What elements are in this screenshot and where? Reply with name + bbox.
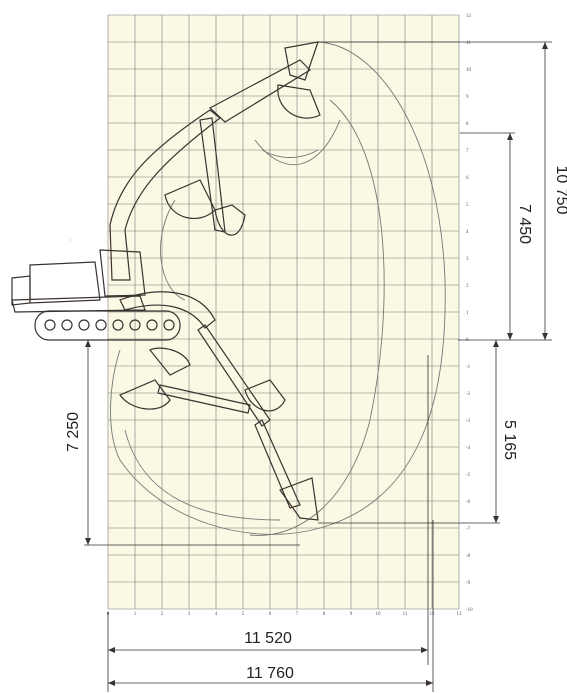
y-tick-label: 12 bbox=[466, 14, 472, 19]
bucket-left bbox=[119, 379, 171, 410]
x-tick-label: 12 bbox=[430, 612, 436, 617]
y-tick-label: 3 bbox=[466, 257, 469, 262]
track-roller bbox=[112, 319, 124, 331]
cab bbox=[29, 261, 101, 304]
y-tick-label: 7 bbox=[466, 149, 469, 154]
dimension-lines bbox=[84, 41, 552, 692]
y-tick-label: 9 bbox=[466, 95, 469, 100]
track-roller bbox=[44, 319, 56, 331]
lower-inner-arc bbox=[160, 199, 186, 301]
y-tick-label: 4 bbox=[466, 230, 469, 235]
mid-reach-envelope bbox=[249, 99, 385, 536]
boom-arm-high-position bbox=[109, 41, 321, 281]
track-roller bbox=[61, 319, 73, 331]
outer-reach-envelope bbox=[110, 41, 446, 535]
y-tick-label: -5 bbox=[466, 473, 471, 478]
x-tick-label: 13 bbox=[457, 612, 463, 617]
y-tick-label: 8 bbox=[466, 122, 469, 127]
x-tick-label: 6 bbox=[269, 612, 272, 617]
x-tick-label: 10 bbox=[376, 612, 382, 617]
bucket-mid-2 bbox=[214, 204, 246, 236]
bucket-curl-top bbox=[277, 84, 321, 119]
counterweight bbox=[11, 275, 31, 306]
y-tick-label: 2 bbox=[466, 284, 469, 289]
track-roller bbox=[95, 319, 107, 331]
arm-upper bbox=[208, 59, 311, 123]
x-tick-label: 4 bbox=[215, 612, 218, 617]
bucket-top bbox=[284, 41, 319, 81]
origin-marker: , bbox=[70, 237, 71, 242]
bucket-left-2 bbox=[149, 347, 191, 376]
track-frame bbox=[34, 310, 181, 341]
max-reach-ground-label: 11 520 bbox=[244, 630, 292, 647]
x-tick-label: 11 bbox=[403, 612, 408, 617]
x-tick-label: 5 bbox=[242, 612, 245, 617]
digging-envelope bbox=[110, 41, 446, 536]
x-tick-label: 7 bbox=[296, 612, 299, 617]
x-tick-label: 8 bbox=[323, 612, 326, 617]
arm-left bbox=[157, 384, 251, 414]
max-reach-label: 11 760 bbox=[246, 665, 294, 682]
arm-lower-2 bbox=[254, 419, 301, 509]
max-cutting-height-label: 10 750 bbox=[553, 166, 567, 215]
y-tick-label: -4 bbox=[466, 446, 471, 451]
inner-bucket-arc bbox=[261, 149, 319, 158]
y-tick-label: -6 bbox=[466, 500, 471, 505]
bucket-bottom bbox=[279, 477, 319, 521]
y-tick-label: 5 bbox=[466, 203, 469, 208]
max-vertical-wall-depth-label: 5 165 bbox=[501, 420, 518, 460]
y-tick-label: 6 bbox=[466, 176, 469, 181]
max-digging-depth-label: 7 250 bbox=[65, 412, 82, 452]
y-tick-label: 1 bbox=[466, 311, 469, 316]
x-tick-label: 1 bbox=[134, 612, 137, 617]
depth-arc bbox=[124, 429, 281, 521]
x-tick-label: 2 bbox=[161, 612, 164, 617]
y-tick-label: -7 bbox=[466, 527, 471, 532]
y-tick-label: -1 bbox=[466, 365, 471, 370]
upper-structure bbox=[11, 295, 146, 313]
boom-arm-low-position bbox=[119, 291, 319, 521]
x-tick-label: 3 bbox=[188, 612, 191, 617]
y-tick-label: -8 bbox=[466, 554, 471, 559]
grid-horizontal-lines bbox=[108, 14, 459, 610]
track-roller bbox=[78, 319, 90, 331]
track-roller bbox=[163, 319, 175, 331]
track-roller bbox=[129, 319, 141, 331]
track-rollers bbox=[44, 319, 175, 331]
y-tick-label: -2 bbox=[466, 392, 471, 397]
y-tick-label: 10 bbox=[466, 68, 472, 73]
y-tick-label: -9 bbox=[466, 581, 471, 586]
upper-dump-arc bbox=[254, 119, 341, 166]
bucket-right bbox=[244, 379, 286, 412]
y-tick-label: 11 bbox=[466, 41, 471, 46]
x-tick-label: 9 bbox=[350, 612, 353, 617]
boom-lower bbox=[119, 291, 216, 329]
y-tick-label: -10 bbox=[466, 608, 473, 613]
y-tick-label: 0 bbox=[466, 338, 469, 343]
max-dump-height-label: 7 450 bbox=[516, 204, 533, 244]
y-tick-label: -3 bbox=[466, 419, 471, 424]
track-roller bbox=[146, 319, 158, 331]
